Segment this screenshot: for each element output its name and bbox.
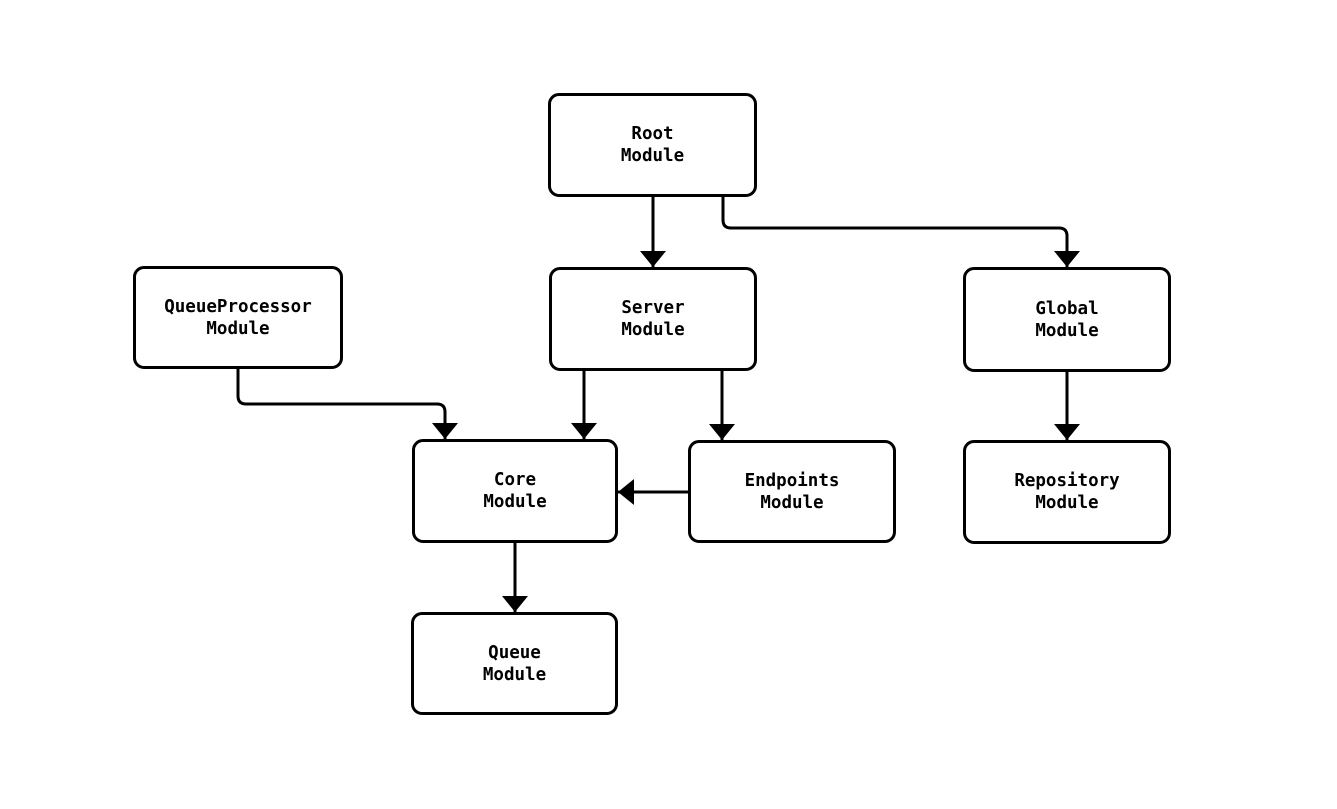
node-repository-module: Repository Module (963, 440, 1171, 544)
node-root-module: Root Module (548, 93, 757, 197)
node-global-module: Global Module (963, 267, 1171, 372)
edge-root-to-global (721, 197, 1080, 267)
node-core-module: Core Module (412, 439, 618, 543)
node-endpoints-module: Endpoints Module (688, 440, 896, 543)
node-queueprocessor-module: QueueProcessor Module (133, 266, 343, 369)
edge-queueprocessor-to-core (236, 369, 458, 439)
node-queue-module: Queue Module (411, 612, 618, 715)
node-server-module: Server Module (549, 267, 757, 371)
